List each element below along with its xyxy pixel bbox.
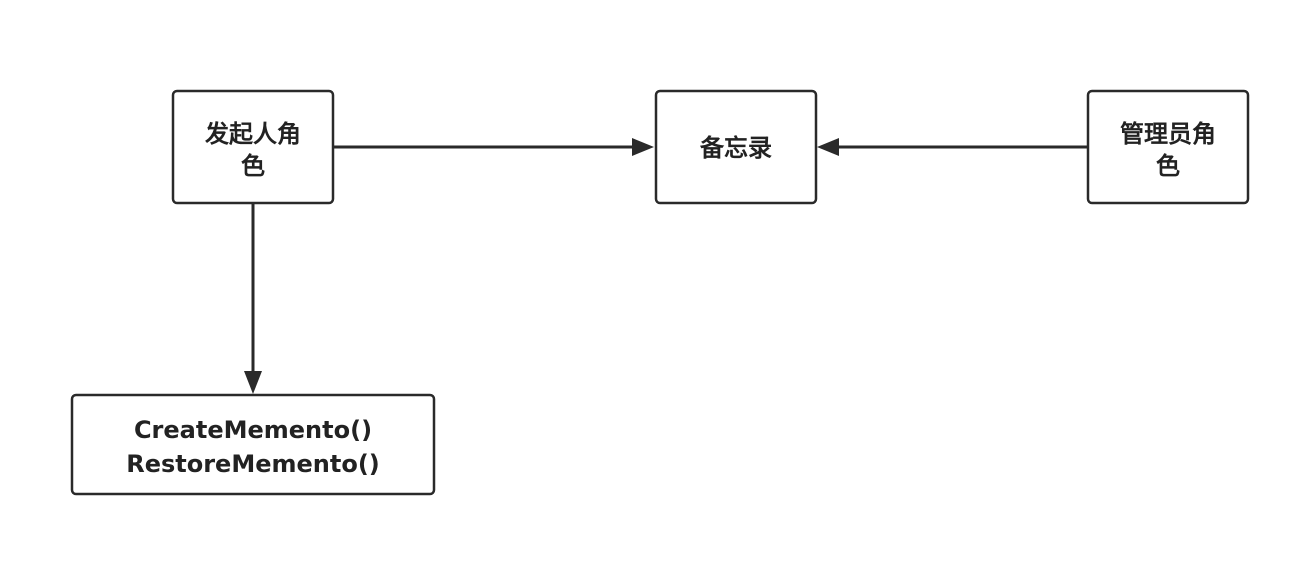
create-memento-label: CreateMemento(): [134, 416, 372, 444]
originator-label-line-2: 色: [241, 152, 265, 180]
originator-label-line-1: 发起人角: [204, 120, 301, 148]
node-memento: 备忘录: [654, 89, 818, 205]
edge-originator-to-methods: [244, 203, 262, 394]
caretaker-label-line-1: 管理员角: [1120, 120, 1216, 148]
memento-box: [654, 89, 818, 205]
arrowhead-left-icon: [817, 138, 839, 156]
memento-label: 备忘录: [699, 134, 772, 162]
restore-memento-label: RestoreMemento(): [126, 450, 380, 478]
originator-box: [171, 89, 335, 205]
edge-caretaker-to-memento: [817, 138, 1088, 156]
edge-originator-to-memento: [333, 138, 654, 156]
node-caretaker: 管理员角 色: [1086, 89, 1250, 205]
caretaker-label-line-2: 色: [1156, 152, 1180, 180]
arrowhead-down-icon: [244, 371, 262, 394]
methods-box: [70, 393, 436, 496]
caretaker-box: [1086, 89, 1250, 205]
node-methods: CreateMemento() RestoreMemento(): [70, 393, 436, 496]
arrowhead-right-icon: [632, 138, 654, 156]
node-originator: 发起人角 色: [171, 89, 335, 205]
